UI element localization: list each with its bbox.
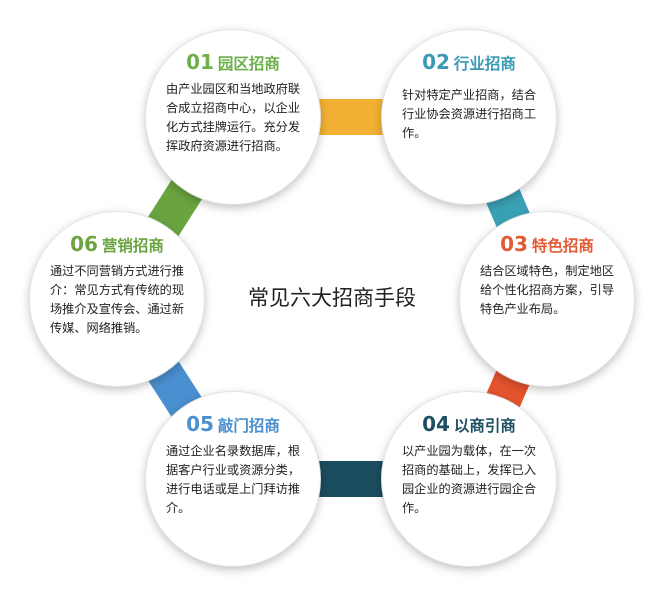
circle-number: 04 <box>422 412 450 436</box>
circle-text: 针对特定产业招商，结合行业协会资源进行招商工作。 <box>402 88 537 140</box>
circle-title: 以商引商 <box>453 417 516 435</box>
center-title: 常见六大招商手段 <box>248 286 416 310</box>
circle-title: 营销招商 <box>101 237 164 255</box>
circle-number: 05 <box>186 412 214 436</box>
circle-title: 敲门招商 <box>217 417 280 435</box>
circle-text: 以产业园为载体，在一次招商的基础上，发挥已入园企业的资源进行园企合作。 <box>402 444 537 515</box>
circle-title: 特色招商 <box>531 237 594 255</box>
circle-title: 行业招商 <box>453 55 516 73</box>
circle-text: 结合区域特色，制定地区给个性化招商方案，引导特色产业布局。 <box>480 264 615 316</box>
circle-text: 由产业园区和当地政府联合成立招商中心，以企业化方式挂牌运行。充分发挥政府资源进行… <box>166 82 301 153</box>
circle-number: 02 <box>422 50 450 74</box>
circle-number: 01 <box>186 50 214 74</box>
circle-title: 园区招商 <box>217 55 280 73</box>
circle-text: 通过不同营销方式进行推介：常见方式有传统的现场推介及宣传会、通过新传媒、网络推销… <box>50 264 185 335</box>
circle-text: 通过企业名录数据库，根据客户行业或资源分类，进行电话或是上门拜访推介。 <box>166 444 301 515</box>
circle-number: 06 <box>70 232 98 256</box>
circle-number: 03 <box>500 232 528 256</box>
